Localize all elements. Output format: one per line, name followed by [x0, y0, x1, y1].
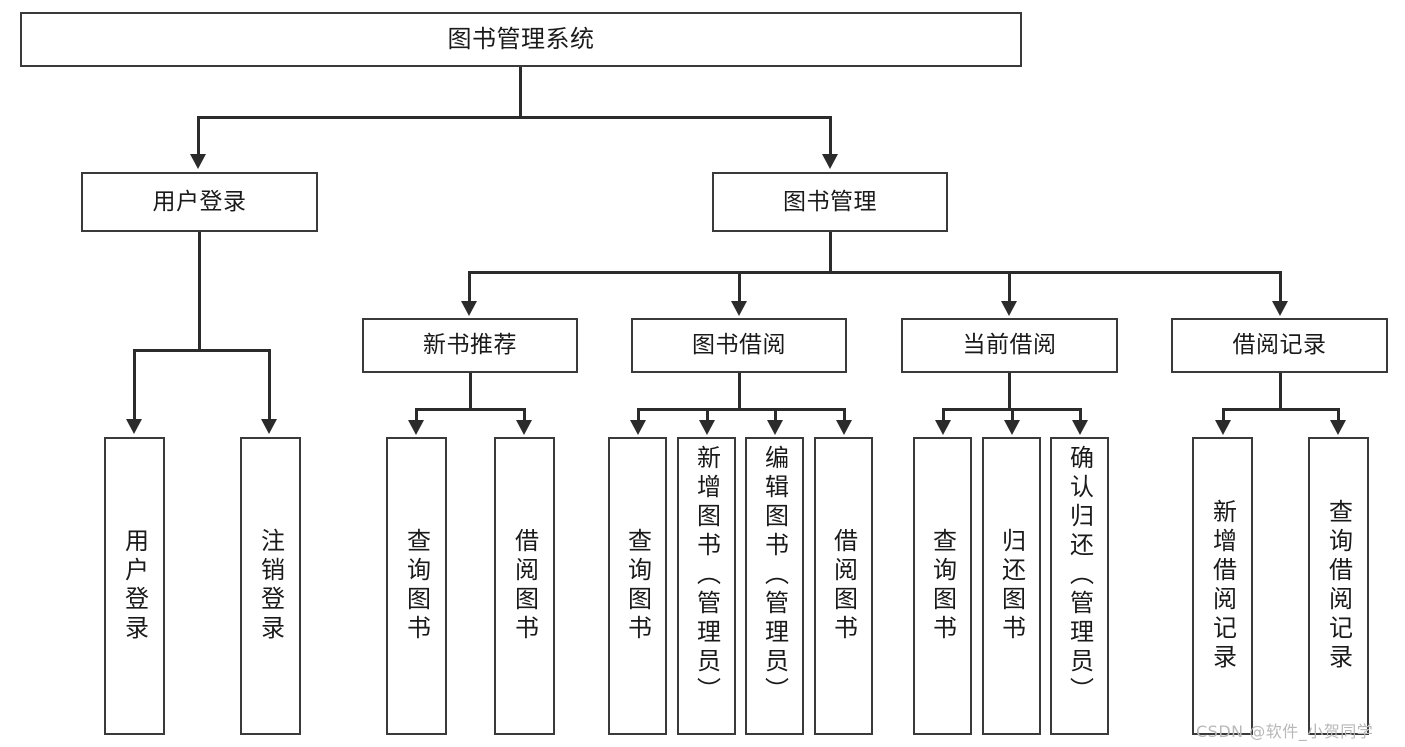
- leaf-user-login[interactable]: 用户登录: [104, 437, 165, 735]
- node-label: 新增图书（管理员）: [692, 445, 721, 706]
- node-root-system[interactable]: 图书管理系统: [20, 12, 1022, 67]
- arrowhead-to-leaf-query-book-2: [630, 420, 646, 435]
- connector-new-book-drop-1: [415, 408, 418, 422]
- connector-root-drop-2: [829, 116, 832, 156]
- node-label: 用户登录: [120, 528, 149, 644]
- connector-user-login-stub: [198, 232, 201, 350]
- connector-book-borrow-drop-3: [774, 408, 777, 422]
- connector-borrow-record-bus: [1222, 408, 1339, 411]
- node-current-borrow[interactable]: 当前借阅: [901, 318, 1118, 373]
- arrowhead-to-leaf-add-book: [699, 420, 715, 435]
- arrowhead-to-leaf-query-record: [1330, 420, 1346, 435]
- node-label: 查询图书: [928, 528, 957, 644]
- leaf-logout[interactable]: 注销登录: [240, 437, 301, 735]
- arrowhead-to-leaf-return-book: [1004, 420, 1020, 435]
- connector-current-borrow-stub: [1008, 373, 1011, 409]
- node-book-borrow[interactable]: 图书借阅: [631, 318, 847, 373]
- node-label: 用户登录: [152, 188, 247, 215]
- leaf-confirm-return[interactable]: 确认归还（管理员）: [1050, 437, 1109, 735]
- arrowhead-to-new-book-recommend: [461, 301, 477, 316]
- arrowhead-root-to-book-manage: [822, 154, 838, 169]
- connector-borrow-record-drop-2: [1337, 408, 1340, 422]
- connector-new-book-stub: [469, 373, 472, 409]
- arrowhead-to-leaf-borrow-book-1: [516, 420, 532, 435]
- node-label: 图书管理系统: [447, 24, 595, 53]
- node-label: 查询借阅记录: [1324, 499, 1353, 673]
- arrowhead-to-leaf-logout: [261, 419, 277, 434]
- connector-book-manage-drop-2: [738, 271, 741, 303]
- node-label: 注销登录: [256, 528, 285, 644]
- connector-book-manage-drop-3: [1008, 271, 1011, 303]
- node-label: 借阅图书: [829, 528, 858, 644]
- leaf-query-book-current[interactable]: 查询图书: [913, 437, 972, 735]
- arrowhead-to-book-borrow: [731, 301, 747, 316]
- connector-book-manage-drop-4: [1279, 271, 1282, 303]
- node-label: 图书借阅: [692, 332, 786, 359]
- connector-book-manage-bus: [468, 271, 1280, 274]
- leaf-edit-book[interactable]: 编辑图书（管理员）: [745, 437, 804, 735]
- node-label: 借阅记录: [1232, 332, 1327, 359]
- connector-book-borrow-drop-2: [706, 408, 709, 422]
- connector-book-manage-stub: [829, 232, 832, 272]
- connector-current-borrow-drop-3: [1079, 408, 1082, 422]
- connector-current-borrow-drop-2: [1011, 408, 1014, 422]
- leaf-borrow-book-recommend[interactable]: 借阅图书: [494, 437, 555, 735]
- arrowhead-to-leaf-confirm-return: [1072, 420, 1088, 435]
- arrowhead-to-leaf-user-login: [126, 419, 142, 434]
- arrowhead-to-leaf-edit-book: [767, 420, 783, 435]
- node-borrow-record[interactable]: 借阅记录: [1171, 318, 1388, 373]
- connector-user-login-drop-2: [268, 349, 271, 421]
- connector-current-borrow-drop-1: [942, 408, 945, 422]
- connector-user-login-bus: [133, 349, 270, 352]
- node-label: 图书管理: [783, 188, 877, 215]
- connector-root-bus: [197, 116, 831, 119]
- connector-new-book-bus: [415, 408, 525, 411]
- node-label: 查询图书: [402, 528, 431, 644]
- arrowhead-to-leaf-query-book-3: [935, 420, 951, 435]
- node-label: 编辑图书（管理员）: [760, 445, 789, 706]
- leaf-query-book-borrow[interactable]: 查询图书: [608, 437, 667, 735]
- leaf-query-book-recommend[interactable]: 查询图书: [386, 437, 447, 735]
- leaf-query-borrow-record[interactable]: 查询借阅记录: [1308, 437, 1369, 735]
- leaf-add-book[interactable]: 新增图书（管理员）: [677, 437, 736, 735]
- arrowhead-to-leaf-add-record: [1215, 420, 1231, 435]
- node-label: 新书推荐: [423, 332, 517, 359]
- node-label: 归还图书: [997, 528, 1026, 644]
- connector-user-login-drop-1: [133, 349, 136, 421]
- connector-book-manage-drop-1: [468, 271, 471, 303]
- arrowhead-root-to-user-login: [190, 154, 206, 169]
- node-label: 新增借阅记录: [1208, 499, 1237, 673]
- node-user-login[interactable]: 用户登录: [81, 172, 318, 232]
- arrowhead-to-current-borrow: [1001, 301, 1017, 316]
- arrowhead-to-leaf-borrow-book-2: [836, 420, 852, 435]
- leaf-add-borrow-record[interactable]: 新增借阅记录: [1192, 437, 1253, 735]
- connector-book-borrow-stub: [738, 373, 741, 409]
- connector-borrow-record-drop-1: [1222, 408, 1225, 422]
- connector-root-drop-1: [197, 116, 200, 156]
- connector-book-borrow-bus: [637, 408, 845, 411]
- connector-borrow-record-stub: [1279, 373, 1282, 409]
- node-label: 查询图书: [623, 528, 652, 644]
- csdn-watermark: CSDN @软件_小贺同学: [1196, 722, 1374, 741]
- node-label: 借阅图书: [510, 528, 539, 644]
- arrowhead-to-leaf-query-book-1: [408, 420, 424, 435]
- connector-root-stub: [519, 67, 522, 117]
- connector-book-borrow-drop-1: [637, 408, 640, 422]
- node-new-book-recommend[interactable]: 新书推荐: [362, 318, 578, 373]
- arrowhead-to-borrow-record: [1272, 301, 1288, 316]
- leaf-return-book[interactable]: 归还图书: [982, 437, 1041, 735]
- leaf-borrow-book[interactable]: 借阅图书: [814, 437, 873, 735]
- node-label: 当前借阅: [962, 332, 1057, 359]
- node-book-management[interactable]: 图书管理: [712, 172, 948, 232]
- connector-book-borrow-drop-4: [843, 408, 846, 422]
- node-label: 确认归还（管理员）: [1065, 445, 1094, 706]
- connector-new-book-drop-2: [523, 408, 526, 422]
